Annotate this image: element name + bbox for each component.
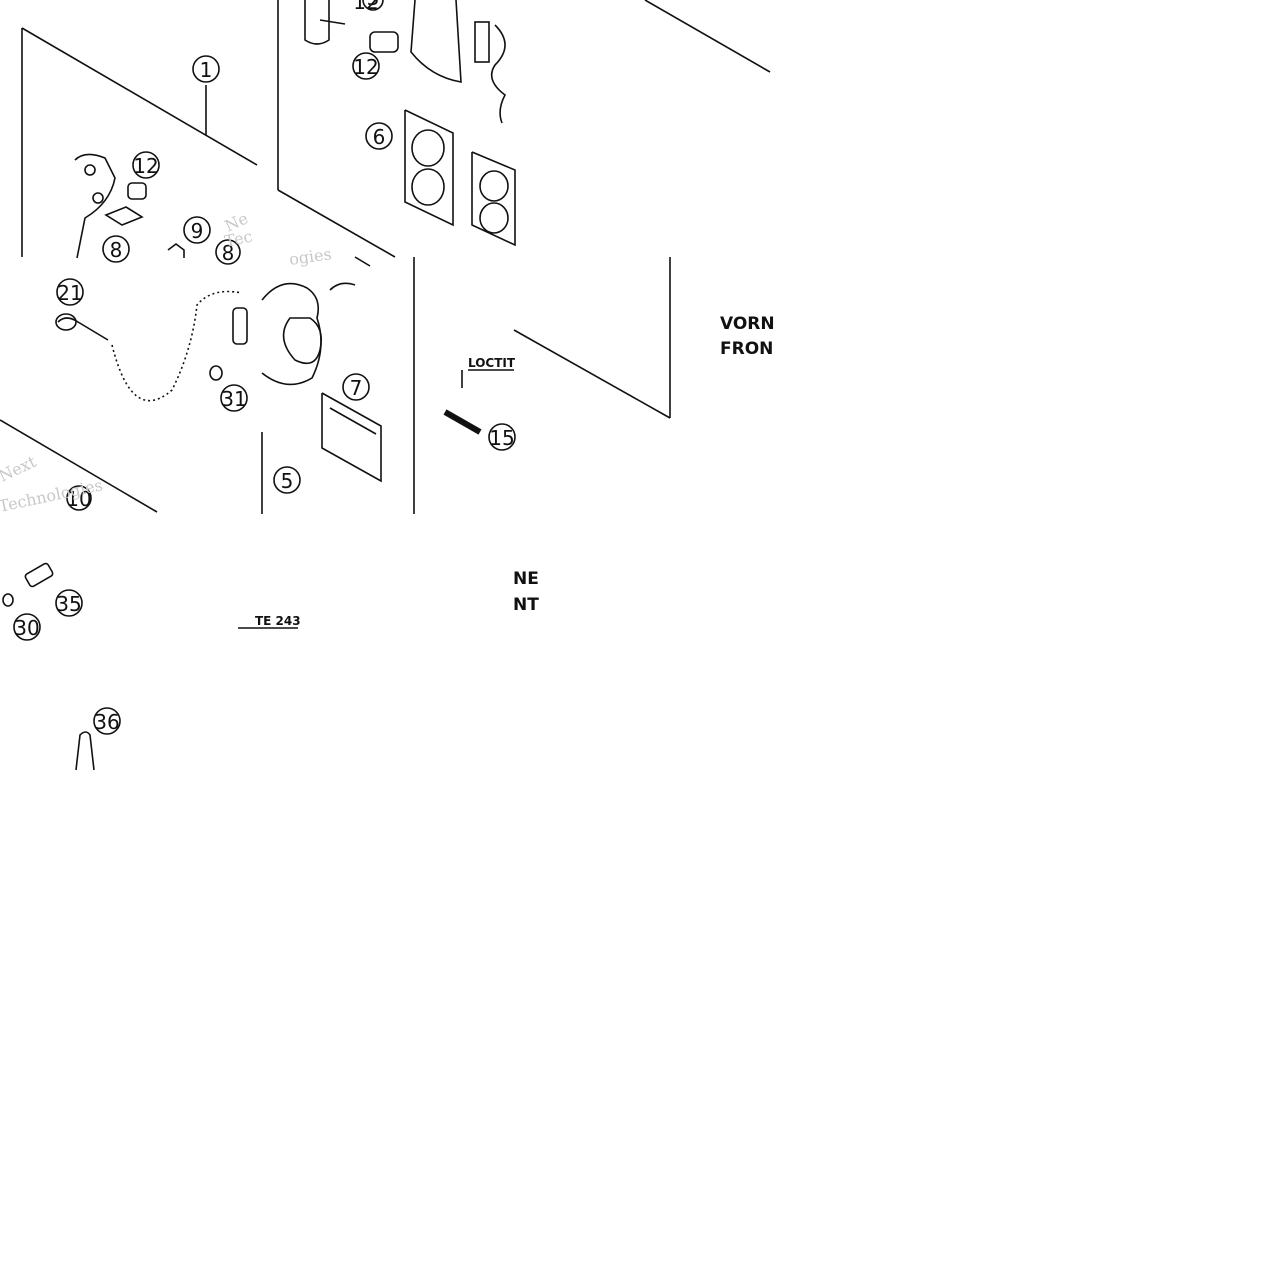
bleeder-icon xyxy=(329,282,356,291)
caliper-body-icon xyxy=(490,24,507,124)
callout-label: 8 xyxy=(110,238,123,262)
front-label-de: VORN xyxy=(720,314,775,334)
callout-label: 3 xyxy=(367,0,380,10)
pin-icon xyxy=(319,19,346,25)
callout-label: 12 xyxy=(133,154,158,178)
pin-icon xyxy=(167,243,185,258)
seal-ring-icon xyxy=(479,170,509,202)
callout-15 xyxy=(488,423,516,451)
banjo-bolt-icon xyxy=(24,562,54,588)
callout-label: 8 xyxy=(222,241,235,265)
bleeder-icon xyxy=(354,256,371,267)
callout-21 xyxy=(56,278,84,306)
piston-icon xyxy=(411,129,445,167)
callout-label: 5 xyxy=(281,469,294,493)
callout-label: 21 xyxy=(57,281,82,305)
washer-icon xyxy=(209,365,223,381)
front-label-en: NT xyxy=(513,595,539,615)
callout-label: 7 xyxy=(350,376,363,400)
hose-fitting-icon xyxy=(232,307,248,345)
brake-line-icon xyxy=(111,290,243,402)
callout-6 xyxy=(365,122,393,150)
brake-pad-icon xyxy=(410,0,462,83)
callout-label-hidden: 12 xyxy=(353,0,378,14)
kit-box-7 xyxy=(321,392,382,483)
piston-icon xyxy=(411,168,445,206)
callout-label: 15 xyxy=(489,426,514,450)
callout-7 xyxy=(342,373,370,401)
callout-label: 30 xyxy=(14,616,39,640)
tile-top-left xyxy=(21,27,258,259)
callout-label: 10 xyxy=(66,487,91,511)
grease-tube-icon xyxy=(75,731,95,771)
kit-box-6 xyxy=(404,109,454,227)
bolt-hole-icon xyxy=(84,164,96,176)
tile-top-right xyxy=(644,0,771,73)
bolt-hole-icon xyxy=(92,192,104,204)
loctite-label: TE 243 xyxy=(255,614,301,628)
callout-30 xyxy=(13,613,41,641)
front-label-en: FRON xyxy=(720,339,773,359)
callout-31 xyxy=(220,384,248,412)
callout-35 xyxy=(55,589,83,617)
pin-icon xyxy=(329,407,377,435)
pad-spring-icon xyxy=(104,206,144,226)
caliper-window-icon xyxy=(282,317,323,365)
pad-plate-icon xyxy=(474,21,490,63)
washer-icon xyxy=(2,593,14,607)
banjo-eye-icon xyxy=(55,313,77,331)
callout-9 xyxy=(183,216,211,244)
frame-line xyxy=(0,419,158,513)
callout-label: 36 xyxy=(94,710,119,734)
tile-mid-middle xyxy=(261,256,415,514)
loctite-label: LOCTIT xyxy=(468,356,516,370)
watermark: ogies xyxy=(288,244,333,269)
callout-label: 1 xyxy=(200,58,213,82)
callout-label: 12 xyxy=(353,55,378,79)
seal-ring-icon xyxy=(479,202,509,234)
callout-12 xyxy=(352,52,380,80)
frame-line xyxy=(644,0,771,73)
callout-3 xyxy=(362,0,384,11)
banjo-fitting-icon xyxy=(57,317,109,341)
watermark: Next xyxy=(0,452,39,486)
callout-10 xyxy=(66,485,92,511)
callout-12 xyxy=(132,151,160,179)
tile-mid-right xyxy=(443,257,671,435)
frame-line xyxy=(21,27,258,166)
tile-top-middle xyxy=(277,0,516,258)
callout-5 xyxy=(273,466,301,494)
caliper-bracket-icon xyxy=(74,153,116,259)
frame-line xyxy=(277,189,396,258)
callout-8 xyxy=(102,235,130,263)
callout-36 xyxy=(93,707,121,735)
caliper-housing-icon xyxy=(261,282,322,386)
screw-icon xyxy=(443,409,482,435)
tile-bottom-left xyxy=(2,562,298,771)
callout-label: 9 xyxy=(191,219,204,243)
tile-mid-left xyxy=(0,290,248,513)
sleeve-bolt-icon xyxy=(369,31,399,53)
callout-label: 6 xyxy=(373,125,386,149)
front-label-de: NE xyxy=(513,569,539,589)
frame-line xyxy=(513,329,671,419)
callout-label: 35 xyxy=(56,592,81,616)
bracket-icon xyxy=(304,0,330,45)
bushing-icon xyxy=(127,182,147,200)
callout-1 xyxy=(192,55,220,83)
kit-box-seals xyxy=(471,151,516,247)
callout-8 xyxy=(215,239,241,265)
callout-label: 31 xyxy=(221,387,246,411)
